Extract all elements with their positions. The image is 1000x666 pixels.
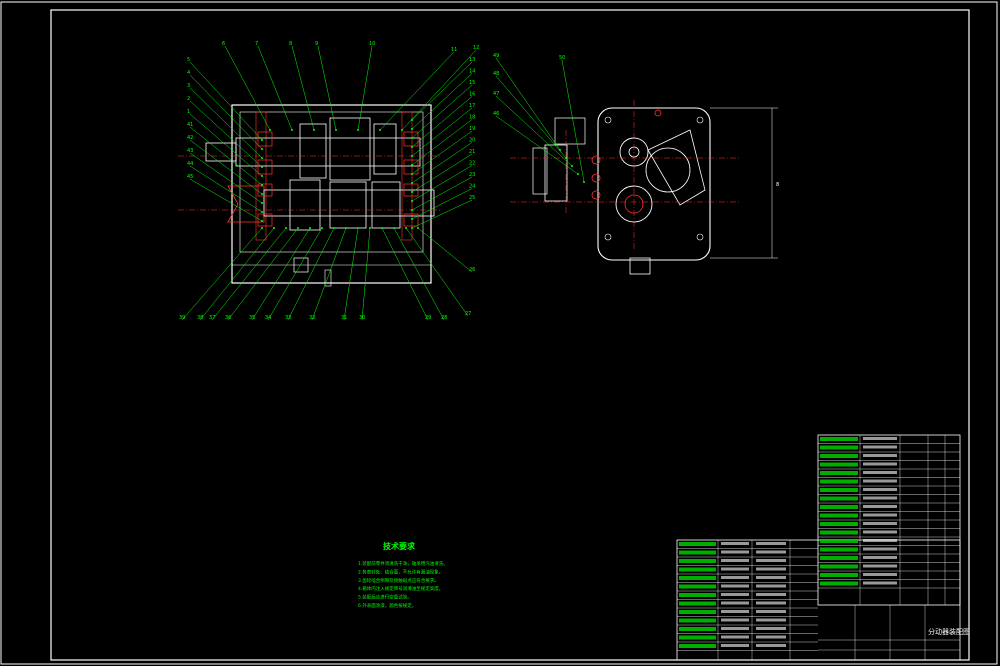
part-number-label: 45 bbox=[187, 174, 193, 180]
part-number-label: 15 bbox=[469, 80, 475, 86]
part-number-label: 1 bbox=[187, 109, 190, 115]
drawing-name: 分动器装配图 bbox=[928, 627, 970, 636]
part-number-label: 14 bbox=[469, 69, 475, 75]
upper-gear bbox=[299, 123, 327, 179]
part-number-label: 41 bbox=[187, 122, 193, 128]
part-number-label: 17 bbox=[469, 103, 475, 109]
part-number-label: 30 bbox=[359, 315, 365, 321]
side-view: 8 bbox=[510, 100, 779, 275]
part-number-label: 31 bbox=[341, 315, 347, 321]
part-number-label: 26 bbox=[469, 267, 475, 273]
part-number-label: 10 bbox=[369, 41, 375, 47]
part-number-label: 13 bbox=[469, 57, 475, 63]
part-number-label: 24 bbox=[469, 184, 475, 190]
note-line: 5.装配后应进行空载试验。 bbox=[358, 594, 412, 601]
part-number-label: 28 bbox=[441, 315, 447, 321]
part-number-label: 36 bbox=[225, 315, 231, 321]
main-section-view bbox=[178, 104, 440, 287]
part-number-label: 22 bbox=[469, 161, 475, 167]
part-number-label: 34 bbox=[265, 315, 271, 321]
height-dimension-value: 8 bbox=[776, 182, 779, 188]
shift-lever-housing bbox=[544, 144, 568, 202]
part-number-label: 43 bbox=[187, 148, 193, 154]
part-number-label: 32 bbox=[309, 315, 315, 321]
part-number-label: 20 bbox=[469, 138, 475, 144]
part-number-label: 12 bbox=[473, 45, 479, 51]
note-line: 2.各密封处、结合面，不允许有漏油现象。 bbox=[358, 568, 443, 575]
part-number-label: 47 bbox=[493, 91, 499, 97]
title-block: 分动器装配图 bbox=[676, 434, 970, 661]
part-number-label: 39 bbox=[179, 315, 185, 321]
part-number-label: 18 bbox=[469, 115, 475, 121]
side-housing bbox=[597, 107, 711, 261]
part-number-label: 35 bbox=[249, 315, 255, 321]
notes-title: 技术要求 bbox=[383, 541, 416, 551]
part-number-label: 48 bbox=[493, 71, 499, 77]
part-number-label: 11 bbox=[451, 47, 457, 53]
note-line: 1.装配前零件须清洗干净，轴承用汽油清洗。 bbox=[358, 560, 448, 567]
note-line: 4.箱体内注入规定牌号润滑油至规定高度。 bbox=[358, 585, 443, 592]
part-number-label: 23 bbox=[469, 172, 475, 178]
part-number-label: 38 bbox=[197, 315, 203, 321]
part-number-label: 49 bbox=[493, 53, 499, 59]
part-number-label: 6 bbox=[222, 41, 225, 47]
part-number-label: 2 bbox=[187, 96, 190, 102]
part-number-label: 25 bbox=[469, 195, 475, 201]
note-line: 3.齿轮啮合侧隙及接触斑点应符合要求。 bbox=[358, 577, 439, 584]
part-number-label: 42 bbox=[187, 135, 193, 141]
part-number-label: 7 bbox=[255, 41, 258, 47]
part-number-label: 44 bbox=[187, 161, 193, 167]
part-number-label: 29 bbox=[425, 315, 431, 321]
part-number-label: 8 bbox=[289, 41, 292, 47]
part-number-label: 46 bbox=[493, 111, 499, 117]
part-number-label: 50 bbox=[559, 55, 565, 61]
output-shaft bbox=[263, 189, 435, 217]
part-number-label: 37 bbox=[209, 315, 215, 321]
note-line: 6.外表面涂漆，颜色按规定。 bbox=[358, 602, 416, 609]
part-number-label: 27 bbox=[465, 311, 471, 317]
drawing-frame bbox=[50, 9, 970, 661]
part-number-label: 33 bbox=[285, 315, 291, 321]
part-number-label: 4 bbox=[187, 70, 190, 76]
part-number-label: 21 bbox=[469, 149, 475, 155]
part-number-label: 9 bbox=[315, 41, 318, 47]
part-number-label: 3 bbox=[187, 83, 190, 89]
part-number-label: 16 bbox=[469, 92, 475, 98]
part-number-label: 19 bbox=[469, 126, 475, 132]
technical-requirements: 技术要求 1.装配前零件须清洗干净，轴承用汽油清洗。2.各密封处、结合面，不允许… bbox=[358, 541, 448, 609]
part-number-label: 5 bbox=[187, 57, 190, 63]
